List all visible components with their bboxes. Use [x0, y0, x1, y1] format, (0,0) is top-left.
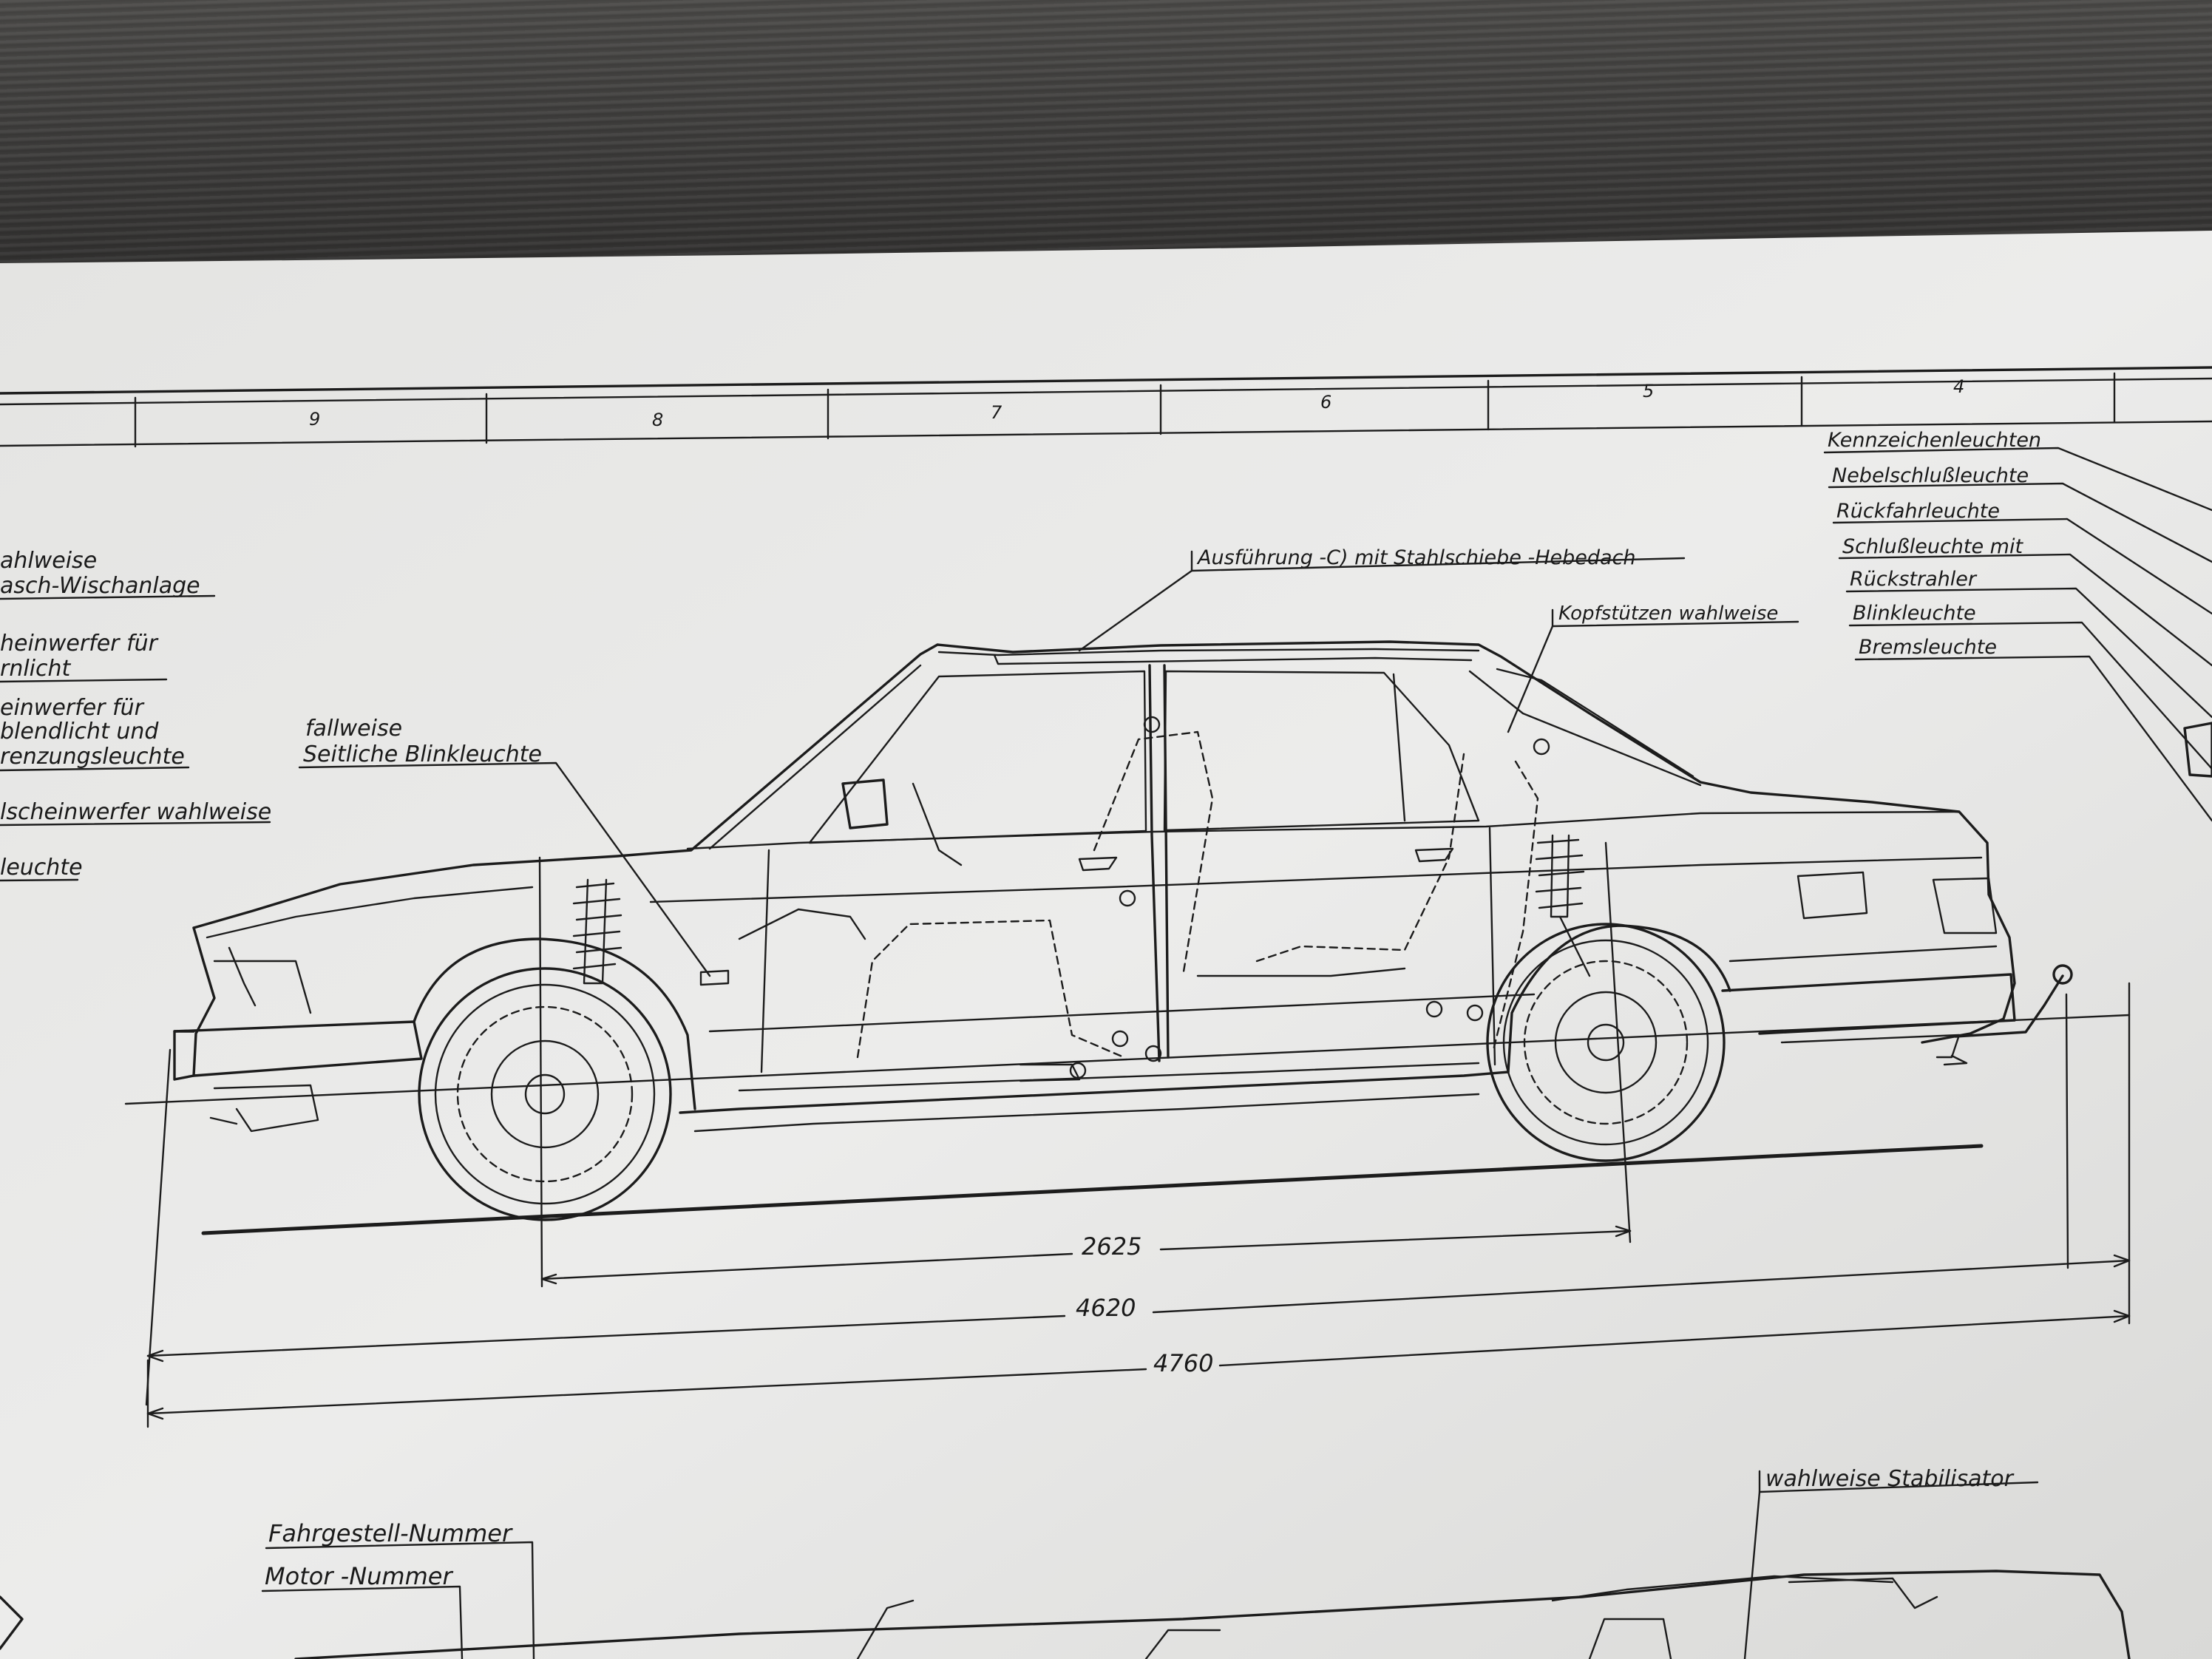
label-kopfstutzen: Kopfstützen wahlweise	[1558, 603, 1778, 625]
label-right-6: Blinkleuchte	[1853, 602, 1976, 625]
frame-number-5: 5	[1643, 381, 1654, 401]
label-right-1: Kennzeichenleuchten	[1828, 429, 2041, 452]
label-left-2a: heinwerfer für	[0, 631, 159, 657]
right-labels: Kennzeichenleuchten Nebelschlußleuchte R…	[1823, 429, 2212, 822]
frame-number-7: 7	[991, 402, 1002, 423]
frame-number-6: 6	[1320, 392, 1331, 413]
frame-number-9: 9	[309, 409, 320, 430]
label-left-1b: asch-Wischanlage	[0, 573, 200, 599]
label-right-7: Bremsleuchte	[1859, 636, 1997, 659]
dimension-length-a: 4620	[1076, 1294, 1136, 1322]
dimension-lines: 2625 4620 4760	[124, 841, 2131, 1428]
label-left-2b: rnlicht	[0, 656, 72, 682]
frame-number-4: 4	[1953, 376, 1964, 397]
bottom-view: wahlweise Stabilisator Fahrgestell-Numme…	[0, 1466, 2131, 1659]
label-left-3b: blendlicht und	[0, 719, 159, 744]
label-left-4: lscheinwerfer wahlweise	[0, 799, 271, 825]
label-right-4: Schlußleuchte mit	[1842, 535, 2023, 558]
label-right-5: Rückstrahler	[1850, 568, 1978, 591]
label-right-2: Nebelschlußleuchte	[1832, 464, 2029, 487]
label-left-1a: ahlweise	[0, 548, 97, 574]
left-labels: ahlweise asch-Wischanlage heinwerfer für…	[0, 548, 271, 882]
center-labels: fallweise Seitliche Blinkleuchte Ausführ…	[298, 546, 1799, 977]
car-side-view	[173, 640, 2073, 1235]
label-fallweise: fallweise	[305, 716, 402, 742]
dimension-wheelbase: 2625	[1082, 1232, 1141, 1261]
frame-number-8: 8	[652, 410, 663, 430]
label-left-3a: einwerfer für	[0, 695, 145, 721]
dimension-length-b: 4760	[1153, 1349, 1213, 1377]
label-left-5: leuchte	[0, 855, 83, 881]
label-left-3c: renzungsleuchte	[0, 744, 185, 770]
label-motor-nummer: Motor -Nummer	[265, 1562, 453, 1590]
label-right-3: Rückfahrleuchte	[1836, 500, 2000, 523]
frame-strip: 9 8 7 6 5 4	[0, 366, 2212, 448]
front-wheel	[418, 967, 672, 1221]
suspension-and-interior	[572, 716, 1591, 1082]
